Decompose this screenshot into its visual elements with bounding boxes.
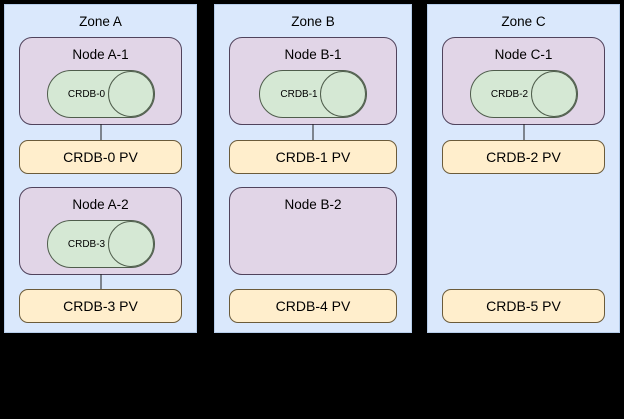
zone-a-pv-crdb-3-label: CRDB-3 PV [63,298,138,314]
zone-b[interactable]: Zone B Node B-1 CRDB-1 CRDB-1 PV Node B-… [214,4,412,333]
zone-b-title: Zone B [291,14,335,29]
zone-a-node-a-2[interactable]: Node A-2 CRDB-3 [19,187,182,275]
zone-a-database-crdb-0[interactable]: CRDB-0 [46,70,155,118]
zone-b-node-b-2[interactable]: Node B-2 [229,187,397,275]
zone-c-pv-crdb-5[interactable]: CRDB-5 PV [442,289,605,323]
zone-c-connector-row1 [523,124,524,141]
zone-c-node-c-1[interactable]: Node C-1 CRDB-2 [442,37,605,125]
zone-b-database-crdb-1[interactable]: CRDB-1 [259,70,367,118]
cylinder-cap-icon [320,71,366,117]
zone-a-database-crdb-0-label: CRDB-0 [67,88,106,100]
cylinder-cap-icon [107,71,154,117]
zone-a-database-crdb-3[interactable]: CRDB-3 [46,220,155,268]
zone-b-node-b-1-label: Node B-1 [284,47,342,62]
zone-c-pv-crdb-2[interactable]: CRDB-2 PV [442,140,605,174]
zone-a-pv-crdb-3[interactable]: CRDB-3 PV [19,289,182,323]
zone-c-pv-crdb-2-label: CRDB-2 PV [486,149,561,165]
zone-b-database-crdb-1-label: CRDB-1 [280,88,318,100]
zone-a-pv-crdb-0-label: CRDB-0 PV [63,149,138,165]
zone-a[interactable]: Zone A Node A-1 CRDB-0 CRDB-0 PV Node A-… [4,4,197,333]
zone-a-pv-crdb-0[interactable]: CRDB-0 PV [19,140,182,174]
zone-b-pv-crdb-4[interactable]: CRDB-4 PV [229,289,397,323]
zone-b-pv-crdb-1-label: CRDB-1 PV [275,149,351,165]
zone-b-node-b-2-label: Node B-2 [284,197,342,212]
zone-a-connector-row1 [100,124,101,141]
zone-a-title: Zone A [79,14,122,29]
zone-c-pv-crdb-5-label: CRDB-5 PV [486,298,561,314]
zone-a-node-a-1[interactable]: Node A-1 CRDB-0 [19,37,182,125]
zone-a-connector-row2 [100,274,101,290]
zone-c-title: Zone C [501,14,546,29]
zone-b-node-b-1[interactable]: Node B-1 CRDB-1 [229,37,397,125]
zone-b-pv-crdb-1[interactable]: CRDB-1 PV [229,140,397,174]
zone-c-database-crdb-2[interactable]: CRDB-2 [469,70,578,118]
zone-c[interactable]: Zone C Node C-1 CRDB-2 CRDB-2 PV CRDB-5 … [427,4,620,333]
cylinder-cap-icon [107,221,154,267]
zone-a-node-a-2-label: Node A-2 [72,197,129,212]
zone-b-connector-row1 [312,124,314,141]
zone-a-database-crdb-3-label: CRDB-3 [67,238,106,250]
cylinder-cap-icon [530,71,577,117]
zone-a-node-a-1-label: Node A-1 [72,47,129,62]
zone-c-database-crdb-2-label: CRDB-2 [490,88,529,100]
zone-b-pv-crdb-4-label: CRDB-4 PV [275,298,351,314]
zone-c-node-c-1-label: Node C-1 [494,47,553,62]
